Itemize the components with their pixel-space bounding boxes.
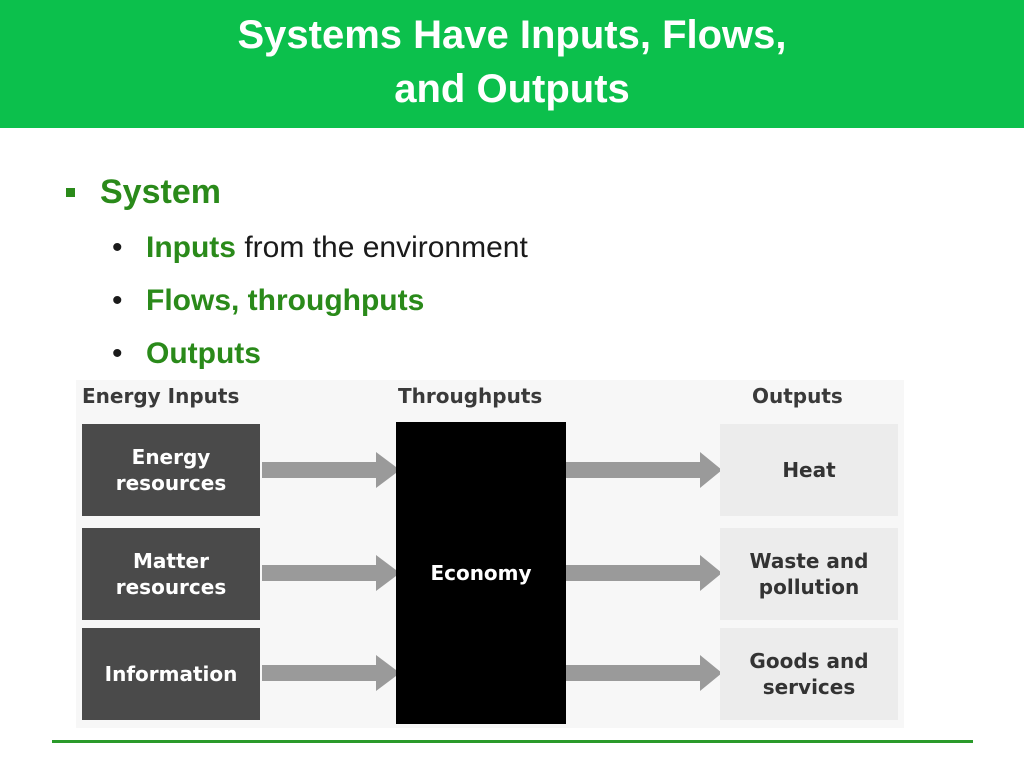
sub-bullet-bold: Flows, throughputs xyxy=(146,284,425,317)
header-outputs: Outputs xyxy=(752,384,843,408)
slide-title-line-2: and Outputs xyxy=(394,67,630,111)
economy-label: Economy xyxy=(430,561,532,585)
input-matter-resources: Matter resources xyxy=(82,528,260,620)
input-information: Information xyxy=(82,628,260,720)
arrow-input-1 xyxy=(262,452,400,488)
slide-title-line-1: Systems Have Inputs, Flows, xyxy=(237,13,787,57)
output-label: Waste and pollution xyxy=(749,549,869,599)
bullet-dot-icon: • xyxy=(112,284,123,317)
input-label: Energy resources xyxy=(115,445,227,495)
sub-bullet-rest: from the environment xyxy=(236,231,528,264)
arrow-output-1 xyxy=(566,452,722,488)
output-label: Goods and services xyxy=(749,649,869,699)
footer-divider xyxy=(52,740,973,743)
header-throughputs: Throughputs xyxy=(398,384,543,408)
sub-bullet-bold: Inputs xyxy=(146,231,236,264)
arrow-input-2 xyxy=(262,555,400,591)
input-label: Information xyxy=(104,662,238,686)
input-label: Matter resources xyxy=(115,549,227,599)
square-bullet-icon xyxy=(66,188,75,197)
bullet-system-label: System xyxy=(100,173,221,211)
output-waste-pollution: Waste and pollution xyxy=(720,528,898,620)
output-goods-services: Goods and services xyxy=(720,628,898,720)
throughput-economy: Economy xyxy=(396,422,566,724)
input-energy-resources: Energy resources xyxy=(82,424,260,516)
header-energy-inputs: Energy Inputs xyxy=(82,384,240,408)
arrow-input-3 xyxy=(262,655,400,691)
systems-diagram: Energy Inputs Throughputs Outputs Energy… xyxy=(76,380,904,728)
output-label: Heat xyxy=(782,458,836,482)
arrow-output-3 xyxy=(566,655,722,691)
bullet-dot-icon: • xyxy=(112,231,123,264)
flow-arrows xyxy=(262,452,722,691)
output-heat: Heat xyxy=(720,424,898,516)
bullet-dot-icon: • xyxy=(112,337,123,370)
arrow-output-2 xyxy=(566,555,722,591)
sub-bullet-bold: Outputs xyxy=(146,337,261,370)
slide-header: Systems Have Inputs, Flows, and Outputs xyxy=(0,0,1024,128)
